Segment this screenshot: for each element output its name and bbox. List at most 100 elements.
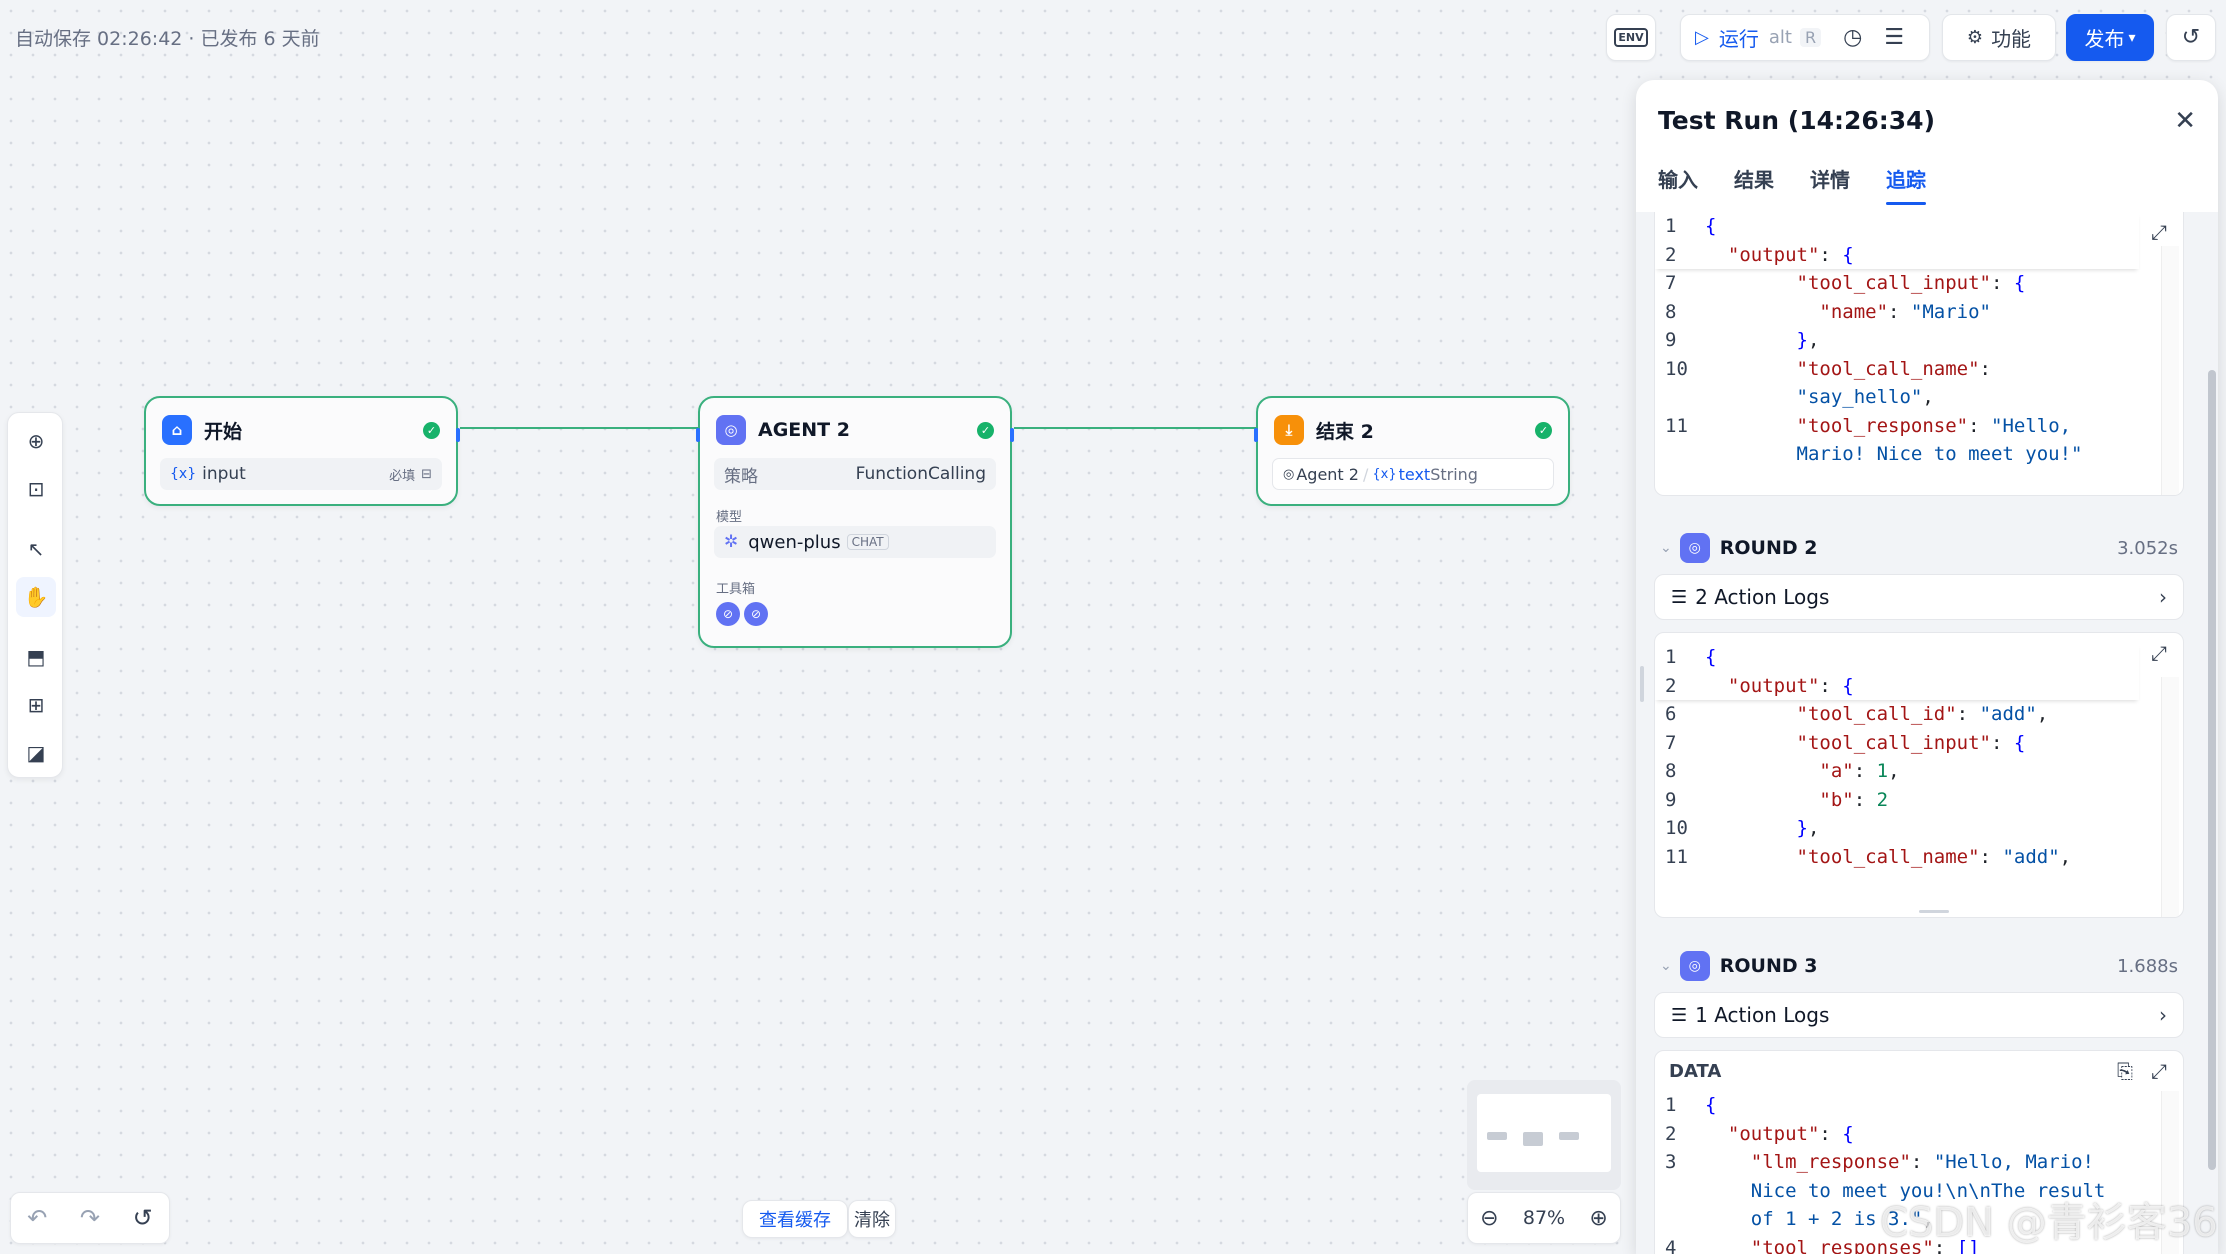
publish-button[interactable]: 发布 ▾ [2066,14,2154,61]
line-number: 2 [1665,1122,1677,1145]
line-number: 1 [1665,646,1677,668]
data-label: DATA [1669,1061,1722,1082]
scrollbar[interactable] [2161,677,2179,917]
resize-handle[interactable] [1919,910,1949,913]
undo-redo-group: ↶ ↷ ↺ [10,1192,170,1244]
code-token: , [1807,817,1820,839]
history-icon[interactable]: ↺ [132,1204,153,1232]
node-agent[interactable]: ◎ AGENT 2 ✓ 策略 FunctionCalling 模型 ✲ qwen… [696,396,1014,648]
add-note-icon[interactable]: ⊡ [27,477,45,501]
chevron-down-icon[interactable]: ⌄ [1660,540,1672,556]
code-token: , [1807,329,1820,351]
version-history-button[interactable]: ↺ [2166,14,2216,61]
minimap-node [1523,1132,1543,1146]
code-token: { [1842,674,1854,697]
line-number: 11 [1665,414,1688,437]
history-check-icon[interactable]: ◷ [1843,25,1863,50]
agent-ref-icon: ◎ [1283,466,1295,482]
chevron-right-icon: › [2159,585,2167,609]
panel-scrollbar[interactable] [2208,370,2216,1170]
minimap[interactable] [1467,1080,1621,1190]
zoom-in-icon[interactable]: ⊕ [1589,1205,1608,1231]
export-image-icon[interactable]: ⬒ [26,645,46,669]
run-shortcut-key: R [1799,28,1822,47]
code-line: 1{ [1655,212,2139,241]
tab-result[interactable]: 结果 [1734,168,1774,192]
code-token: "tool_response" [1796,414,1969,437]
features-label: 功能 [1991,27,2032,51]
code-token: , [1922,1208,1934,1230]
scrollbar[interactable] [2161,1091,2179,1254]
code-token: : [1956,703,1980,725]
publish-label: 发布 [2084,27,2125,51]
code-token: { [2013,272,2026,294]
tool-icon: ⊘ [744,602,768,626]
code-token: , [2036,703,2049,725]
model-tag: CHAT [846,534,889,550]
action-logs-button[interactable]: ☰ 2 Action Logs › [1654,574,2184,620]
hand-icon[interactable]: ✋ [16,577,56,617]
zoom-out-icon[interactable]: ⊖ [1480,1205,1499,1231]
round-title: ROUND 3 [1719,955,1818,977]
run-button[interactable]: 运行 [1718,27,1759,51]
tab-input[interactable]: 输入 [1658,168,1698,192]
node-end[interactable]: ⤓ 结束 2 ✓ ◎ Agent 2 / {x} text String [1254,396,1570,506]
output-port[interactable] [456,428,460,442]
code-token: : [1910,1151,1934,1173]
code-token: "Hello, [1991,414,2072,437]
code-token: { [1842,1122,1854,1145]
end-icon: ⤓ [1274,415,1304,445]
trace-scroll-area[interactable]: DATA ⎘⤢ 1{2 "output": {7 "tool_call_inpu… [1636,212,2218,1254]
add-node-icon[interactable]: ⊕ [27,429,45,453]
features-button[interactable]: ⚙ 功能 [1942,14,2056,61]
input-port[interactable] [696,428,700,442]
code-viewer[interactable]: 1{2 "output": {3 "llm_response": "Hello,… [1655,1091,2161,1254]
text-input-icon: ⊟ [421,466,432,482]
tab-tracing[interactable]: 追踪 [1886,164,1926,205]
code-line: 10 "tool_call_name": [1655,355,2161,384]
organize-icon[interactable]: ⊞ [27,693,45,717]
undo-icon[interactable]: ↶ [27,1204,48,1232]
chevron-down-icon[interactable]: ⌄ [1660,958,1672,974]
minimap-toggle-icon[interactable]: ◪ [26,741,46,765]
expand-icon[interactable]: ⤢ [2151,1059,2167,1083]
code-line: 2 "output": { [1655,1120,2161,1149]
code-token: "output" [1727,243,1820,266]
checklist-icon[interactable]: ☰ [1884,25,1904,50]
expand-icon[interactable]: ⤢ [2151,220,2167,244]
tab-detail[interactable]: 详情 [1810,168,1850,192]
panel-resize-handle[interactable] [1640,666,1644,702]
code-token [1705,760,1819,782]
action-logs-button[interactable]: ☰ 1 Action Logs › [1654,992,2184,1038]
clear-button[interactable]: 清除 [848,1200,896,1238]
scrollbar[interactable] [2161,246,2179,495]
output-port[interactable] [1010,428,1014,442]
minimap-viewport [1477,1094,1611,1172]
redo-icon[interactable]: ↷ [79,1204,101,1232]
code-line: "say_hello", [1655,383,2161,412]
code-token [1705,675,1728,697]
expand-icon[interactable]: ⤢ [2151,641,2167,665]
view-cache-button[interactable]: 查看缓存 [742,1200,848,1238]
close-icon[interactable]: ✕ [2174,106,2196,136]
panel-tabs: 输入 结果 详情 追踪 [1658,164,1926,205]
code-token [1705,443,1797,465]
code-token: : [1819,1122,1843,1145]
code-token [1705,244,1728,266]
node-start[interactable]: ⌂ 开始 ✓ {x} input 必填 ⊟ [144,396,460,506]
input-port[interactable] [1254,428,1258,442]
required-label: 必填 [389,468,416,484]
zoom-level[interactable]: 87% [1522,1207,1566,1229]
code-line: 3 "llm_response": "Hello, Mario! [1655,1148,2161,1177]
history-icon: ↺ [2181,25,2201,50]
round-title: ROUND 2 [1719,537,1818,559]
path-separator: / [1362,464,1369,484]
env-button[interactable]: ENV [1606,14,1656,61]
line-number: 9 [1665,788,1677,811]
pointer-icon[interactable]: ↖ [27,537,45,561]
strategy-value: FunctionCalling [855,464,986,484]
variable-type: String [1430,464,1478,484]
clipboard-icon[interactable]: ⎘ [2117,1059,2133,1083]
code-token [1705,1208,1751,1230]
run-shortcut-alt: alt [1768,27,1792,48]
